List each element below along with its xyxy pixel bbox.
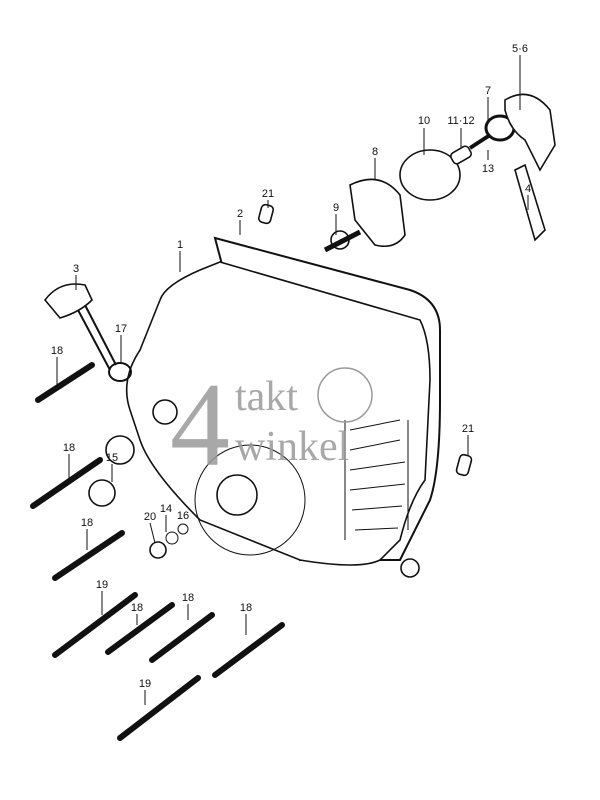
o-ring: [108, 362, 132, 382]
washer-16: [177, 523, 189, 535]
label-18: 18: [131, 602, 143, 614]
gasket: [213, 236, 441, 561]
cover-cap: [216, 474, 258, 516]
leader-lines: [56, 55, 529, 705]
label-21: 21: [262, 188, 274, 200]
label-17: 17: [115, 323, 127, 335]
label-21: 21: [462, 423, 474, 435]
cover-boss-left: [105, 435, 135, 465]
label-15: 15: [106, 452, 118, 464]
part-number-labels: 5·6 7 10 11·12 8 13 4 21 2 9 1 3 17 18 2…: [51, 43, 531, 690]
label-13: 13: [482, 163, 494, 175]
cam-5-6: [504, 93, 556, 172]
nut-15: [88, 479, 116, 507]
mount-lug: [400, 558, 420, 578]
label-19: 19: [96, 579, 108, 591]
label-2: 2: [237, 208, 243, 220]
oil-filler-cap: [43, 283, 117, 371]
label-18: 18: [182, 592, 194, 604]
label-18: 18: [81, 517, 93, 529]
label-9: 9: [333, 202, 339, 214]
label-1: 1: [177, 239, 183, 251]
dowel-pin: [455, 453, 473, 477]
spring-13: [468, 133, 492, 150]
lever-4: [514, 163, 546, 242]
label-18: 18: [63, 442, 75, 454]
label-8: 8: [372, 146, 378, 158]
label-11-12: 11·12: [447, 115, 474, 127]
label-14: 14: [160, 503, 172, 515]
label-7: 7: [485, 85, 491, 97]
label-10: 10: [418, 115, 430, 127]
oil-filler-hole: [152, 399, 178, 425]
label-4: 4: [525, 183, 531, 195]
clutch-cover-boss: [194, 444, 306, 556]
plate-10: [399, 149, 461, 201]
label-20: 20: [144, 511, 156, 523]
nut-20: [149, 541, 167, 559]
svg-text:takt: takt: [235, 374, 298, 420]
bolts: [30, 362, 285, 741]
pin-11-12: [450, 145, 472, 165]
watermark-logo: 4 takt winkel: [170, 358, 373, 491]
label-3: 3: [73, 263, 79, 275]
label-18: 18: [51, 345, 63, 357]
cooling-fins: [344, 419, 409, 540]
plate-8: [349, 178, 406, 248]
label-5-6: 5·6: [512, 43, 528, 55]
svg-text:4: 4: [170, 358, 230, 491]
label-19: 19: [139, 678, 151, 690]
label-16: 16: [177, 510, 189, 522]
label-18: 18: [240, 602, 252, 614]
dowel-pin: [257, 203, 275, 225]
washer-14: [165, 531, 179, 545]
svg-text:winkel: winkel: [235, 424, 349, 470]
